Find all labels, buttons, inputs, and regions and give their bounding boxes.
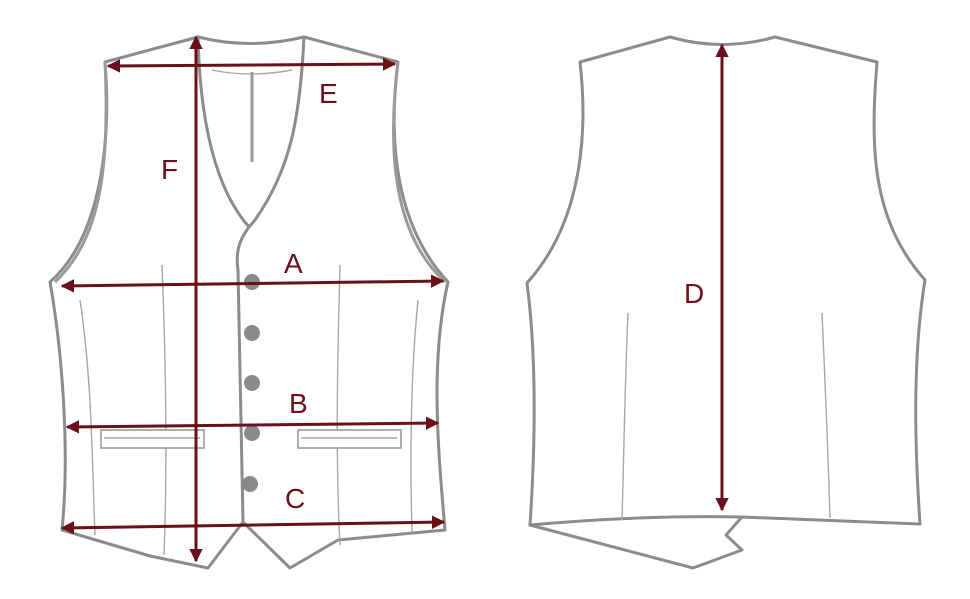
label-c: C bbox=[285, 483, 305, 514]
measure-line-e bbox=[106, 57, 397, 73]
front-right-pocket bbox=[297, 429, 402, 449]
button-4 bbox=[244, 425, 260, 441]
label-d: D bbox=[684, 278, 704, 309]
measure-line-c bbox=[60, 515, 446, 535]
front-left-dart bbox=[161, 264, 167, 556]
measurement-lines bbox=[60, 35, 729, 563]
label-f: F bbox=[161, 154, 178, 185]
front-left-armhole bbox=[53, 61, 108, 284]
front-right-armhole bbox=[392, 61, 447, 284]
measurement-labels: E F A B C D bbox=[161, 78, 704, 514]
measure-line-b bbox=[65, 416, 440, 434]
vest-back bbox=[525, 35, 927, 570]
button-2 bbox=[244, 325, 260, 341]
back-right-seam bbox=[821, 312, 831, 519]
front-right-dart bbox=[336, 264, 341, 546]
label-a: A bbox=[284, 248, 303, 279]
button-5 bbox=[242, 476, 258, 492]
vest-front bbox=[48, 35, 450, 570]
vest-back-outline bbox=[525, 35, 927, 570]
label-b: B bbox=[289, 388, 308, 419]
back-left-seam bbox=[621, 312, 629, 521]
back-hem-split bbox=[528, 515, 744, 527]
front-left-pocket bbox=[100, 429, 205, 449]
measure-line-a bbox=[60, 274, 445, 293]
button-3 bbox=[244, 375, 260, 391]
label-e: E bbox=[319, 78, 338, 109]
